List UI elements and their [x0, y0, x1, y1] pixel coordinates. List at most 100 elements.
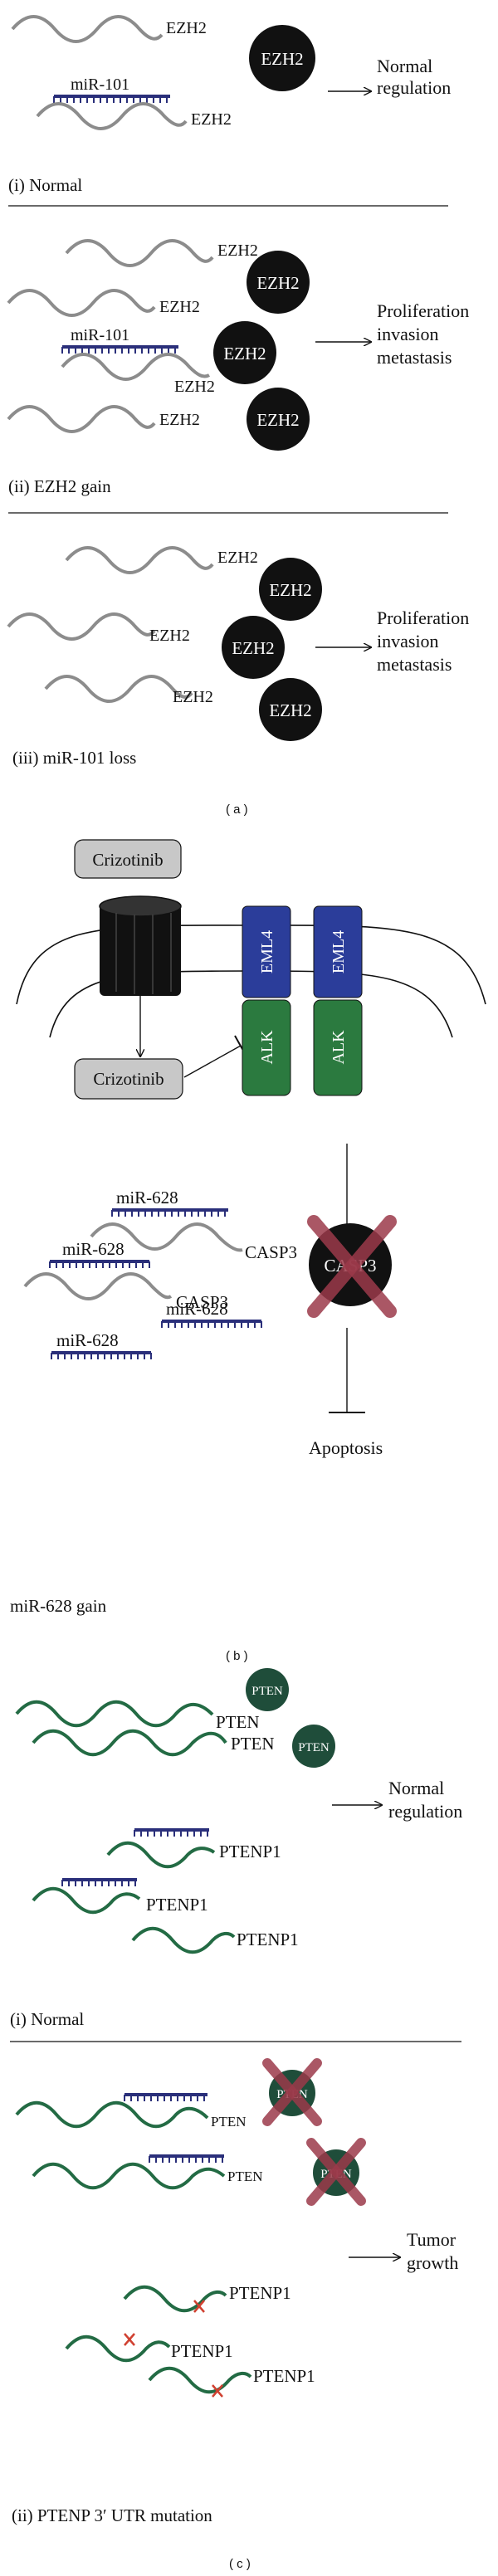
ptenp1-label: PTENP1 — [146, 1895, 208, 1915]
ezh2-protein: EZH2 — [259, 678, 322, 741]
ezh2-protein: EZH2 — [247, 388, 310, 451]
ezh2-mrna — [11, 15, 164, 43]
panel-a-ezh2-gain: EZH2 EZH2 miR-101 EZH2 EZH2 EZH2 EZH2 — [7, 239, 469, 514]
outcome-loss-line3: metastasis — [377, 654, 452, 675]
svg-text:PTEN: PTEN — [251, 1685, 283, 1698]
alk-receptor: ALK — [242, 999, 291, 1096]
casp3-gene-label: CASP3 — [245, 1242, 297, 1262]
crizotinib-box-top: Crizotinib — [74, 839, 182, 879]
ezh2-protein: EZH2 — [249, 25, 315, 91]
mir628-free — [51, 1351, 152, 1359]
ezh2-mrna — [36, 102, 188, 130]
ezh2-gene-label: EZH2 — [159, 411, 200, 429]
eml4-receptor: EML4 — [242, 905, 291, 998]
pten-mrna — [15, 2100, 209, 2129]
casp3-gene-label: CASP3 — [176, 1292, 228, 1312]
apoptosis-label: Apoptosis — [309, 1437, 383, 1458]
pten-gene-label: PTEN — [231, 1734, 275, 1754]
mirna-duplex — [134, 1828, 209, 1837]
red-cross-icon — [307, 1215, 397, 1318]
ezh2-gene-label: EZH2 — [217, 549, 258, 567]
outcome-loss-line2: invasion — [377, 631, 439, 651]
ezh2-gene-label: EZH2 — [173, 688, 213, 706]
ezh2-protein: EZH2 — [222, 616, 285, 679]
mir628-free — [161, 1320, 262, 1328]
panel-a: EZH2 miR-101 EZH2 EZH2 Normal regulation… — [7, 15, 469, 817]
ezh2-protein: EZH2 — [213, 321, 276, 384]
ezh2-protein: EZH2 — [247, 251, 310, 314]
svg-text:EZH2: EZH2 — [223, 344, 266, 363]
panel-b-label: ( b ) — [226, 1649, 248, 1663]
alk-receptor: ALK — [313, 999, 363, 1096]
outcome-normal-line2: regulation — [377, 77, 451, 98]
svg-text:Crizotinib: Crizotinib — [92, 850, 163, 870]
outcome-gain-line2: invasion — [377, 324, 439, 344]
pten-protein: PTEN — [246, 1668, 289, 1711]
pten-mrna — [15, 1700, 214, 1728]
inhibition-bar-icon — [329, 1328, 365, 1413]
outcome-c-mutation-line1: Tumor — [407, 2229, 456, 2250]
ptenp1-label: PTENP1 — [229, 2283, 291, 2303]
mir101-label: miR-101 — [71, 76, 129, 94]
red-cross-icon — [262, 2058, 322, 2126]
mir628-label: miR-628 — [62, 1239, 124, 1259]
membrane-channel-icon — [99, 895, 182, 996]
panel-c-mutation: PTEN PTEN PTEN PTEN — [12, 2058, 458, 2525]
casp3-mrna — [23, 1272, 173, 1300]
mir628-duplex — [49, 1260, 150, 1268]
svg-text:EZH2: EZH2 — [256, 410, 299, 430]
casp3-mrna — [90, 1222, 243, 1252]
caption-a-loss: (iii) miR-101 loss — [12, 748, 136, 768]
crizotinib-box-bottom: Crizotinib — [74, 1058, 183, 1100]
svg-text:ALK: ALK — [330, 1030, 348, 1065]
svg-text:EML4: EML4 — [258, 930, 276, 973]
svg-text:Crizotinib: Crizotinib — [93, 1069, 164, 1089]
pten-gene-label: PTEN — [211, 2114, 247, 2130]
svg-text:EZH2: EZH2 — [256, 273, 299, 293]
caption-c-normal: (i) Normal — [10, 2009, 84, 2029]
svg-text:EZH2: EZH2 — [261, 49, 303, 69]
panel-a-label: ( a ) — [226, 803, 248, 817]
ezh2-gene-label: EZH2 — [159, 298, 200, 316]
panel-c-normal: PTEN PTEN PTEN PTEN Normal regulation PT… — [10, 1668, 462, 2042]
ezh2-gene-label: EZH2 — [191, 110, 232, 129]
ezh2-mrna — [7, 405, 156, 433]
caption-a-normal: (i) Normal — [8, 175, 82, 195]
ezh2-protein: EZH2 — [259, 558, 322, 621]
ezh2-gene-label: EZH2 — [217, 242, 258, 260]
ptenp1-label: PTENP1 — [253, 2366, 315, 2386]
mir628-duplex — [111, 1208, 228, 1217]
eml4-receptor: EML4 — [313, 905, 363, 998]
mir628-label: miR-628 — [116, 1188, 178, 1208]
ptenp1-mrna — [32, 1886, 141, 1915]
ptenp1-mrna — [131, 1926, 236, 1954]
ezh2-gene-label: EZH2 — [166, 19, 207, 37]
caption-b: miR-628 gain — [10, 1596, 107, 1616]
outcome-normal-line1: Normal — [377, 56, 432, 76]
mirna-duplex — [149, 2154, 224, 2163]
ezh2-mrna — [65, 546, 214, 574]
caption-c-mutation: (ii) PTENP 3′ UTR mutation — [12, 2505, 212, 2525]
pten-gene-label: PTEN — [227, 2169, 263, 2184]
mir101-label: miR-101 — [71, 326, 129, 344]
svg-text:EZH2: EZH2 — [269, 580, 311, 600]
outcome-gain-line1: Proliferation — [377, 300, 469, 321]
mir628-label: miR-628 — [166, 1299, 228, 1319]
ezh2-mrna — [7, 612, 156, 641]
mirna-duplex — [61, 1878, 137, 1886]
pten-mrna — [32, 2162, 226, 2190]
ptenp1-label: PTENP1 — [237, 1930, 299, 1949]
panel-a-normal: EZH2 miR-101 EZH2 EZH2 Normal regulation… — [8, 15, 451, 207]
panel-c-label: ( c ) — [229, 2557, 251, 2571]
mir628-label: miR-628 — [56, 1330, 119, 1350]
mir101-duplex — [61, 345, 178, 354]
inhibition-bar-icon — [183, 1035, 247, 1078]
mir101-duplex — [53, 95, 170, 103]
caption-a-gain: (ii) EZH2 gain — [8, 476, 111, 496]
ezh2-mrna — [65, 239, 214, 267]
svg-text:ALK: ALK — [258, 1030, 276, 1065]
red-cross-icon — [306, 2138, 366, 2206]
pten-mrna — [32, 1729, 227, 1757]
panel-c: PTEN PTEN PTEN PTEN Normal regulation PT… — [10, 1668, 462, 2571]
